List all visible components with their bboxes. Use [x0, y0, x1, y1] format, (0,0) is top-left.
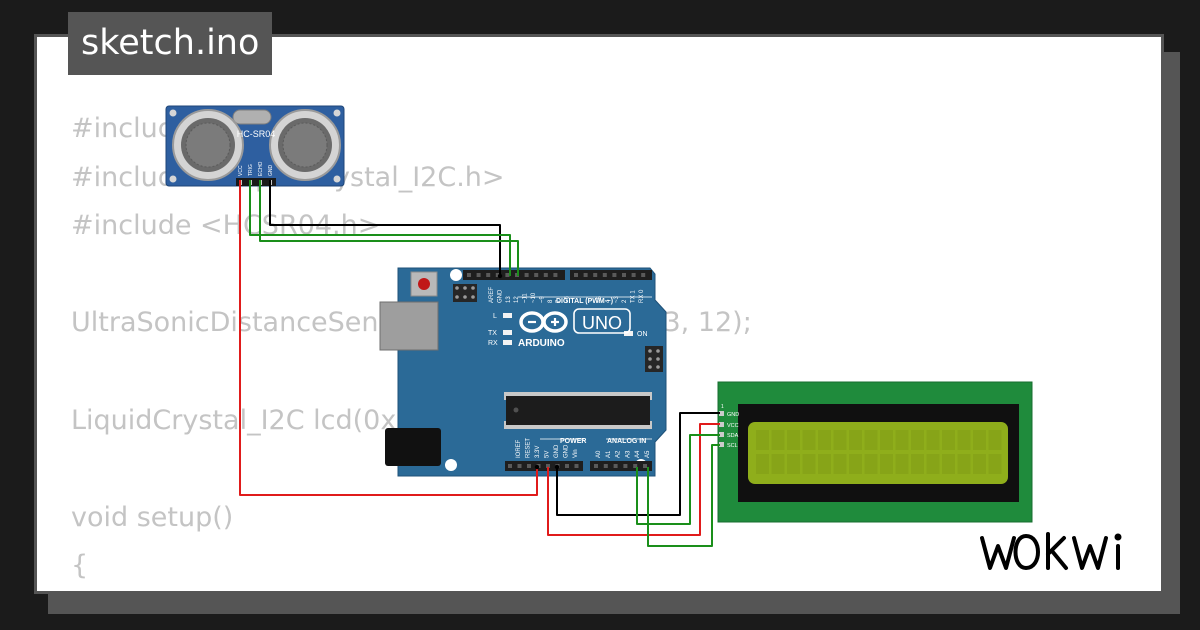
lcd-i2c-pins: [719, 411, 724, 447]
power-pin-label: Vin: [573, 449, 579, 458]
power-pin-label: GND: [554, 444, 560, 458]
code-line: {: [71, 550, 89, 582]
power-pin-label: GND: [564, 444, 570, 458]
power-pin-label: RESET: [526, 438, 532, 458]
wire-lcd-scl: [647, 444, 720, 547]
board-model: UNO: [582, 313, 622, 333]
digital-pin-label: ~9: [539, 295, 545, 303]
digital-pin-label: ~6: [565, 295, 571, 303]
analog-pin-label: A2: [616, 450, 622, 458]
sensor-transducer-right: [269, 109, 341, 181]
led-label-l: L: [493, 313, 497, 320]
digital-pin-label: AREF: [489, 287, 495, 303]
file-title-tab[interactable]: sketch.ino: [68, 12, 273, 75]
sensor-pin-label: VCC: [238, 165, 244, 176]
digital-pin-label: 12: [514, 296, 520, 303]
led-label-rx: RX: [488, 340, 498, 347]
sensor-pin-label: ECHO: [258, 161, 264, 176]
digital-header-left: [463, 270, 565, 280]
digital-pin-label: 8: [548, 299, 554, 303]
digital-header-label: DIGITAL (PWM ~): [556, 298, 613, 305]
lcd-display[interactable]: 1 GND VCC SDA SCL: [717, 381, 1033, 523]
analog-pin-label: A1: [606, 450, 612, 458]
microcontroller-chip: [504, 392, 652, 429]
reset-icon: [418, 278, 430, 290]
lcd-pin-one: 1: [721, 404, 724, 410]
wokwi-logo: [980, 532, 1122, 570]
digital-pin-label: ~10: [531, 292, 537, 303]
power-jack: [385, 428, 441, 466]
ultrasonic-sensor[interactable]: HC-SR04 VCC TRIG ECHO GND: [165, 105, 345, 187]
analog-header-label: ANALOG IN: [607, 438, 646, 445]
sensor-pin-label: GND: [268, 165, 274, 177]
wire-lcd-vcc: [547, 423, 720, 536]
digital-pin-label: TX 1: [631, 290, 637, 303]
digital-pin-label: GND: [497, 289, 503, 303]
sensor-pin-label: TRIG: [248, 164, 254, 176]
digital-pin-label: ~3: [614, 295, 620, 303]
digital-pin-label: 7: [556, 299, 562, 303]
board-brand: ARDUINO: [518, 338, 565, 349]
power-header: [505, 461, 583, 471]
arduino-logo-icon: [519, 311, 568, 333]
digital-pin-label: 2: [622, 299, 628, 303]
analog-pin-label: A4: [635, 450, 641, 458]
wire-sensor-echo: [259, 180, 519, 276]
digital-header-right: [570, 270, 652, 280]
code-line: void setup(): [71, 501, 234, 533]
digital-pin-label: ~11: [523, 293, 529, 303]
wire-sensor-vcc: [239, 180, 538, 496]
wire-sensor-trig: [249, 180, 511, 276]
led-label-tx: TX: [488, 330, 497, 337]
digital-pin-label: ~5: [597, 295, 603, 303]
analog-header: [590, 461, 652, 471]
wire-sensor-gnd: [269, 180, 501, 276]
analog-pin-label: A5: [645, 450, 651, 458]
lcd-pin-label: SDA: [727, 433, 739, 439]
lcd-pin-label: SCL: [727, 443, 738, 449]
wires: [239, 180, 720, 547]
digital-pin-label: RX 0: [639, 289, 645, 303]
power-pin-label: 3.3V: [535, 446, 541, 458]
lcd-pin-label: VCC: [727, 423, 739, 429]
power-header-label: POWER: [560, 438, 586, 445]
wire-lcd-gnd: [556, 412, 720, 516]
analog-pin-label: A0: [596, 450, 602, 458]
usb-port: [379, 301, 439, 351]
power-pin-label: IOREF: [516, 439, 522, 458]
power-pin-label: 5V: [545, 451, 551, 458]
analog-pin-label: A3: [625, 450, 631, 458]
lcd-pin-label: GND: [727, 412, 739, 418]
sensor-label: HC-SR04: [237, 129, 276, 139]
led-label-on: ON: [637, 331, 648, 338]
digital-pin-label: 13: [506, 296, 512, 303]
sensor-transducer-left: [172, 109, 244, 181]
wire-lcd-sda: [636, 434, 720, 525]
digital-pin-label: 4: [605, 299, 611, 303]
